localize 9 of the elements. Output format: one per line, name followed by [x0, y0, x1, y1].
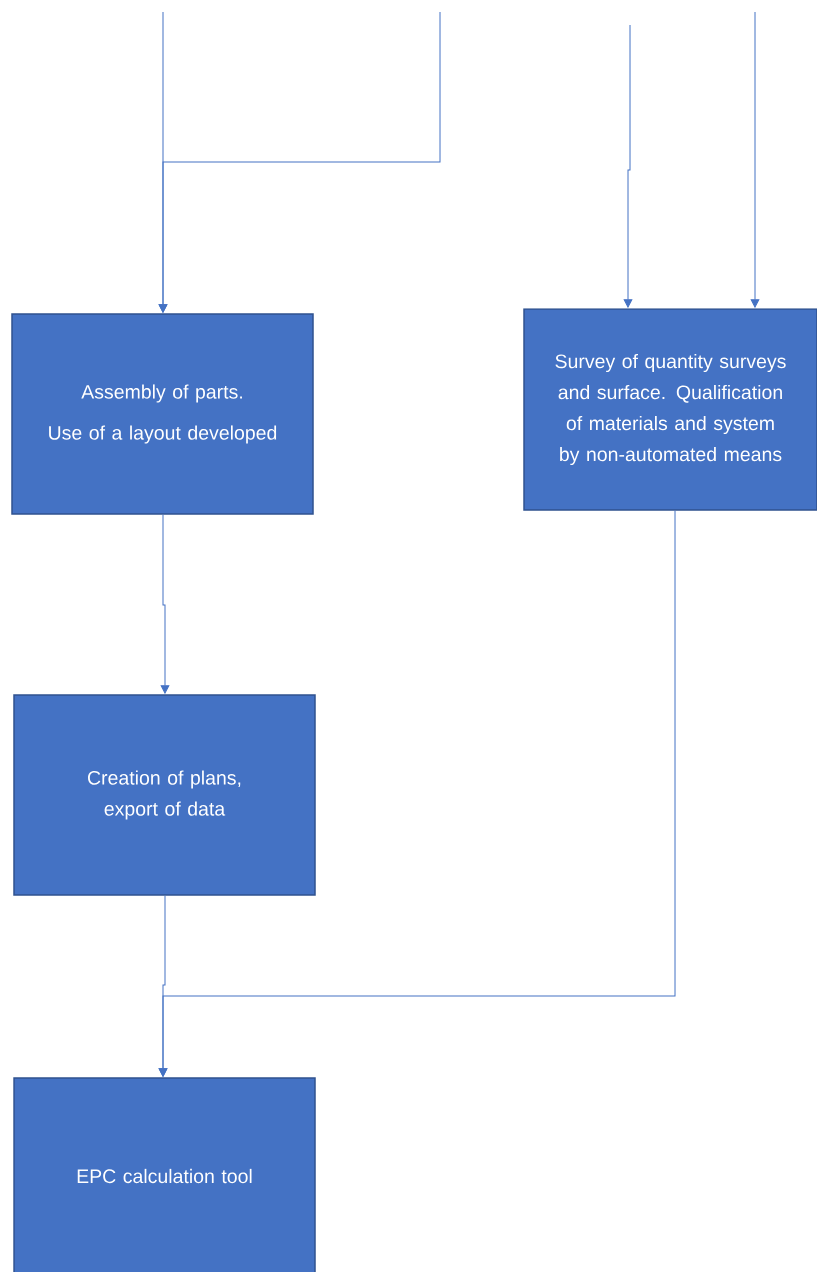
process-box: Survey of quantity surveys and surface. Qualification of materials and system by non-automated means — [523, 308, 817, 511]
arrow — [750, 11, 760, 308]
arrow — [623, 24, 633, 308]
arrow — [158, 510, 676, 1077]
process-box: Creation of plans, export of data — [13, 694, 316, 896]
arrow — [160, 514, 170, 694]
process-box: EPC calculation tool — [13, 1077, 316, 1272]
process-box: Assembly of parts. Use of a layout developed — [11, 313, 314, 515]
arrow — [158, 11, 441, 313]
